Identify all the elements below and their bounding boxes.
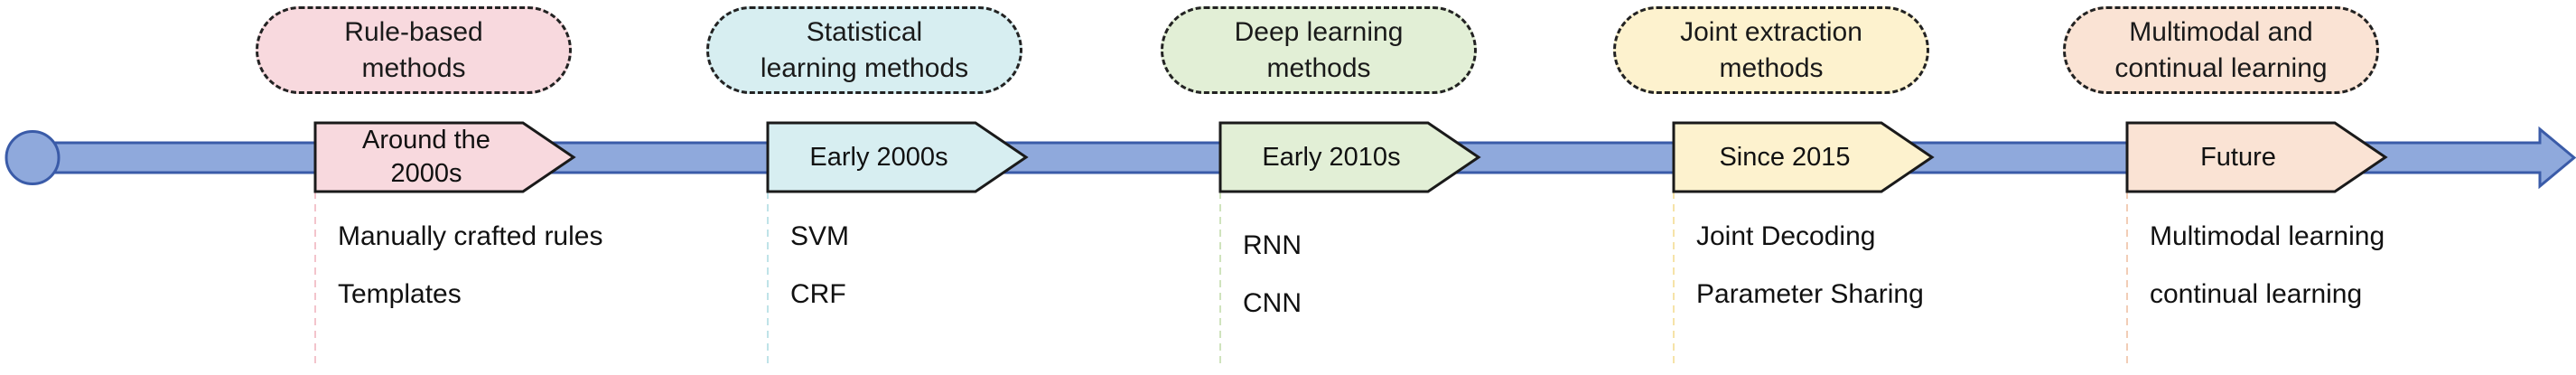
era-tag-shape bbox=[2125, 121, 2388, 193]
method-bubble: Rule-based methods bbox=[256, 6, 572, 94]
technique-list: SVM CRF bbox=[790, 208, 849, 323]
technique-item: Joint Decoding bbox=[1696, 221, 1876, 251]
era-label: Around the 2000s bbox=[362, 126, 490, 188]
era-label: Since 2015 bbox=[1719, 142, 1851, 172]
technique-item: CNN bbox=[1243, 288, 1302, 318]
era-tag-shape bbox=[766, 121, 1029, 193]
method-bubble: Statistical learning methods bbox=[706, 6, 1022, 94]
method-bubble: Deep learning methods bbox=[1161, 6, 1477, 94]
technique-item: RNN bbox=[1243, 230, 1302, 260]
technique-item: Manually crafted rules bbox=[338, 221, 603, 251]
era-tag-shape bbox=[1218, 121, 1481, 193]
era-tag-shape bbox=[1672, 121, 1935, 193]
method-bubble: Joint extraction methods bbox=[1613, 6, 1929, 94]
technique-item: continual learning bbox=[2150, 279, 2363, 309]
technique-item: Parameter Sharing bbox=[1696, 279, 1924, 309]
method-bubble: Multimodal and continual learning bbox=[2063, 6, 2379, 94]
timeline-start-circle bbox=[5, 130, 61, 185]
technique-item: Templates bbox=[338, 279, 462, 309]
technique-item: SVM bbox=[790, 221, 850, 251]
era-label: Future bbox=[2200, 142, 2276, 172]
technique-list: RNN CNN bbox=[1243, 217, 1302, 333]
era-tag-shape bbox=[313, 121, 576, 193]
era-label: Early 2010s bbox=[1262, 142, 1401, 172]
technique-item: Multimodal learning bbox=[2150, 221, 2385, 251]
era-label: Early 2000s bbox=[809, 142, 948, 172]
technique-list: Multimodal learning continual learning bbox=[2150, 208, 2385, 323]
technique-item: CRF bbox=[790, 279, 846, 309]
